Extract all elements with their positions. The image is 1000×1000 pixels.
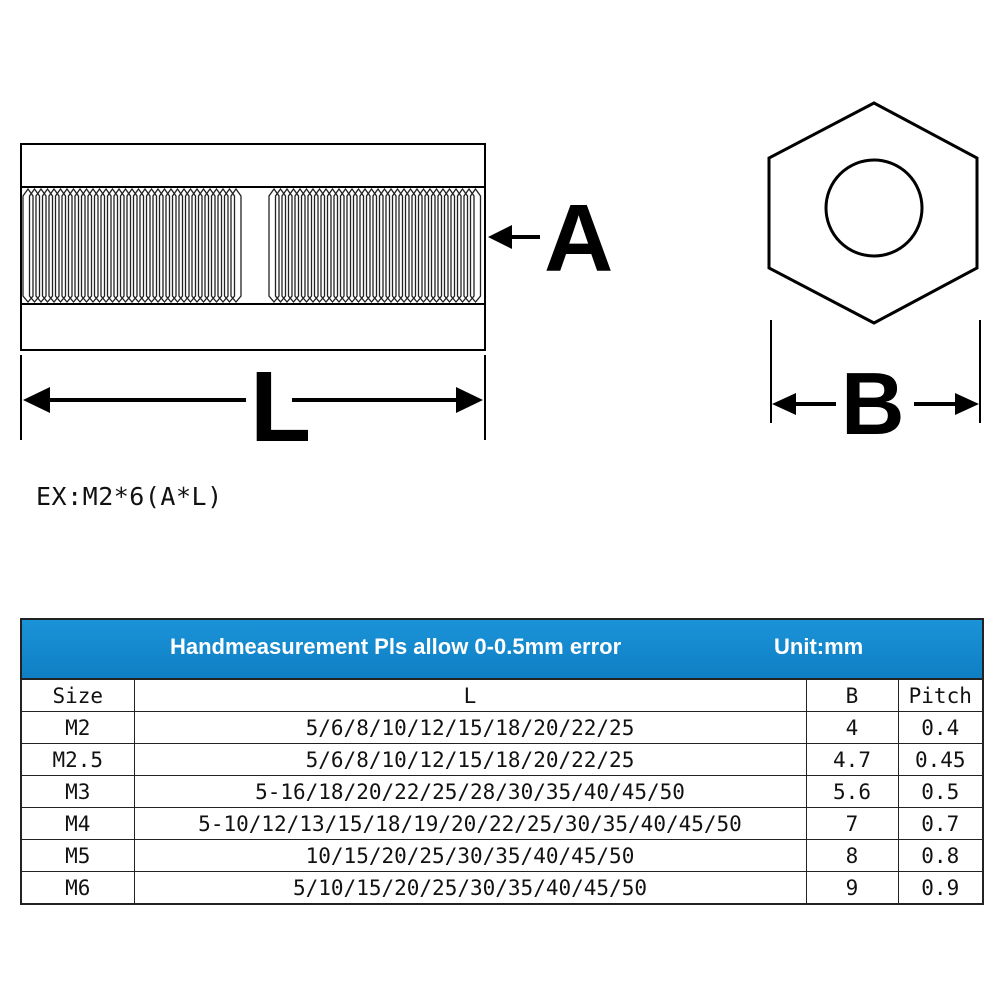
pitch-cell: 0.9 [897, 871, 982, 903]
standoff-hex-view [767, 101, 979, 325]
length-cell: 5-10/12/13/15/18/19/20/22/25/30/35/40/45… [133, 807, 807, 840]
pitch-cell: 0.4 [897, 711, 982, 744]
threaded-hole [824, 158, 924, 258]
length-cell: 5/6/8/10/12/15/18/20/22/25 [133, 711, 807, 744]
table-row: M2.5 5/6/8/10/12/15/18/20/22/25 4.7 0.45 [22, 743, 982, 776]
table-row: M3 5-16/18/20/22/25/28/30/35/40/45/50 5.… [22, 775, 982, 808]
arrow-right-icon [456, 387, 483, 413]
b-cell: 9 [805, 871, 899, 903]
size-cell: M5 [22, 839, 135, 872]
pitch-cell: 0.7 [897, 807, 982, 840]
spec-table: Handmeasurement Pls allow 0-0.5mm error … [20, 618, 984, 905]
size-cell: M2.5 [22, 743, 135, 776]
internal-thread-right [268, 187, 482, 304]
table-header: Handmeasurement Pls allow 0-0.5mm error … [22, 620, 982, 680]
arrow-right-icon [955, 393, 979, 415]
arrow-left-icon [488, 225, 512, 249]
dimension-l: L [20, 351, 486, 463]
length-cell: 5/10/15/20/25/30/35/40/45/50 [133, 871, 807, 903]
size-cell: M6 [22, 871, 135, 903]
length-cell: 5-16/18/20/22/25/28/30/35/40/45/50 [133, 775, 807, 808]
standoff-side-view [20, 143, 486, 351]
pitch-cell: 0.45 [897, 743, 982, 776]
spec-grid: Size L B Pitch M2 5/6/8/10/12/15/18/20/2… [22, 680, 982, 903]
length-cell: 5/6/8/10/12/15/18/20/22/25 [133, 743, 807, 776]
unit-note: Unit:mm [774, 634, 864, 659]
b-cell: 7 [805, 807, 899, 840]
table-header-row: Size L B Pitch [22, 680, 982, 712]
dimension-label-b: B [841, 354, 905, 453]
table-row: M4 5-10/12/13/15/18/19/20/22/25/30/35/40… [22, 807, 982, 840]
b-cell: 8 [805, 839, 899, 872]
size-cell: M2 [22, 711, 135, 744]
arrow-left-icon [23, 387, 50, 413]
pitch-cell: 0.5 [897, 775, 982, 808]
table-row: M5 10/15/20/25/30/35/40/45/50 8 0.8 [22, 839, 982, 872]
internal-thread-left [22, 187, 242, 304]
size-cell: M3 [22, 775, 135, 808]
table-row: M6 5/10/15/20/25/30/35/40/45/50 9 0.9 [22, 871, 982, 903]
spacer-diagram: A L B [20, 101, 981, 463]
table-row: M2 5/6/8/10/12/15/18/20/22/25 4 0.4 [22, 711, 982, 744]
b-cell: 4 [805, 711, 899, 744]
column-header-b: B [805, 680, 899, 712]
dimension-label-a: A [544, 185, 613, 292]
column-header-l: L [133, 680, 807, 712]
tolerance-note: Handmeasurement Pls allow 0-0.5mm error [170, 634, 622, 659]
b-cell: 5.6 [805, 775, 899, 808]
length-cell: 10/15/20/25/30/35/40/45/50 [133, 839, 807, 872]
b-cell: 4.7 [805, 743, 899, 776]
column-header-size: Size [22, 680, 135, 712]
pitch-cell: 0.8 [897, 839, 982, 872]
dimension-a: A [488, 185, 613, 292]
column-header-pitch: Pitch [897, 680, 982, 712]
size-cell: M4 [22, 807, 135, 840]
dimension-label-l: L [250, 351, 311, 463]
dimension-b: B [770, 320, 981, 453]
example-note: EX:M2*6(A*L) [36, 482, 223, 511]
arrow-left-icon [772, 393, 796, 415]
